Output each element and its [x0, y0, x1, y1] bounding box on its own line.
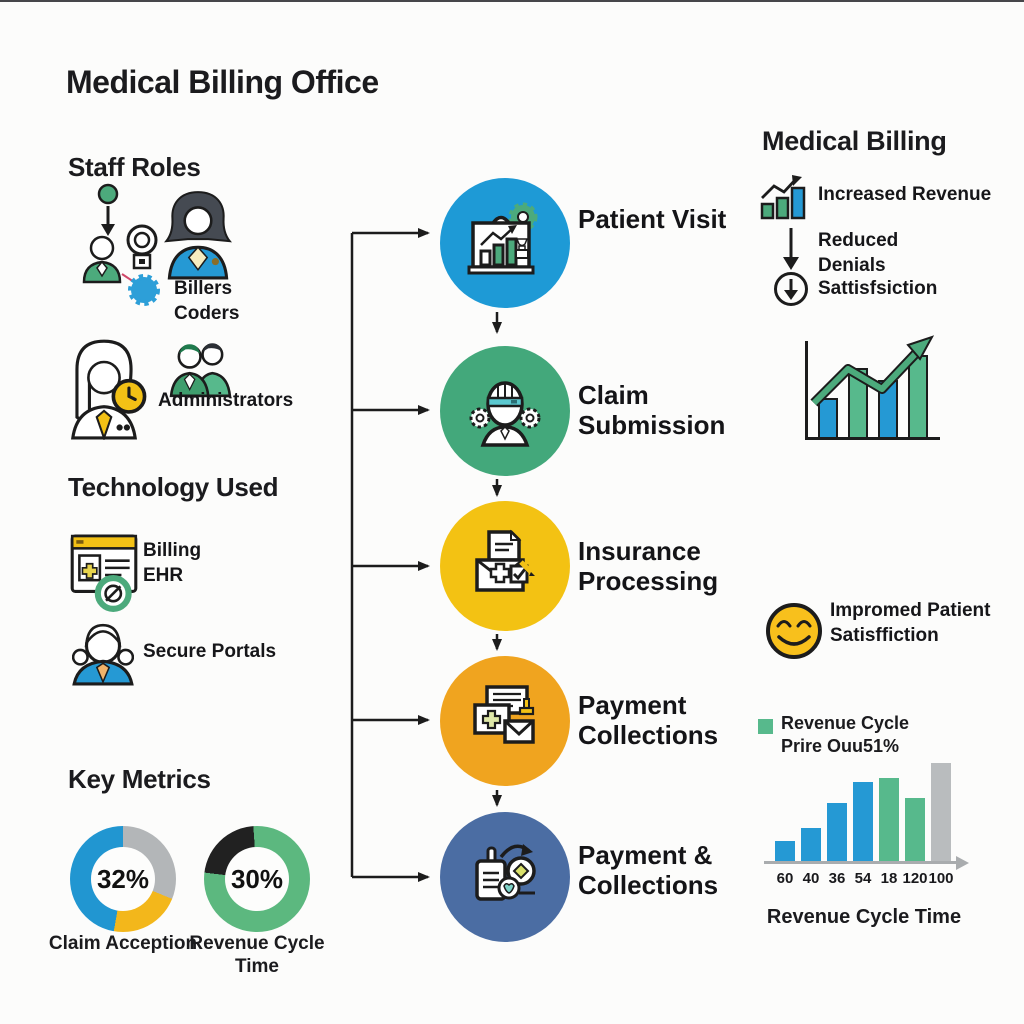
documents-envelope-icon [463, 679, 547, 763]
bar-category-label: 120 [902, 870, 928, 887]
down-arrow-icon [778, 226, 804, 272]
billing-ehr-icon [70, 534, 138, 614]
bar [818, 398, 838, 437]
bar [879, 778, 899, 862]
increased-revenue-label: Increased Revenue [818, 184, 992, 205]
billing-ehr-label: Billing EHR [143, 540, 202, 586]
bar-category-label: 36 [828, 870, 846, 887]
bar [931, 763, 951, 862]
secure-portals-icon [72, 618, 134, 686]
bar [827, 803, 847, 862]
x-axis-arrowhead [956, 856, 969, 870]
key-metrics-heading: Key Metrics [68, 764, 211, 794]
clipboard-chart-icon [463, 201, 547, 285]
flow-label-payment-collections: Payment Collections [578, 690, 719, 750]
top-border-line [0, 0, 1024, 2]
increased-revenue-icon [760, 174, 810, 220]
billers-coders-label: Billers Coders [174, 278, 240, 324]
legend-text: Revenue Cycle Prire Ouu51% [781, 713, 910, 756]
donut-percent: 32% [96, 863, 150, 894]
administrators-icon [168, 340, 234, 398]
page-title: Medical Billing Office [66, 64, 379, 100]
envelope-document-icon [463, 524, 547, 608]
administrators-label: Administrators [158, 390, 294, 411]
donut-hole [91, 847, 155, 911]
bar [775, 841, 795, 862]
circled-down-arrow-icon [772, 270, 810, 308]
secure-portals-label: Secure Portals [143, 641, 277, 662]
bar-category-label: 40 [802, 870, 820, 887]
growth-trend-arrow [810, 335, 935, 407]
coder-head-icon [463, 369, 547, 453]
bar [905, 798, 925, 862]
growth-chart-bars [818, 355, 928, 437]
flow-step-payment-and-collections [440, 812, 570, 942]
donut-hole [225, 847, 289, 911]
bar [848, 368, 868, 437]
revenue-cycle-chart-bars [775, 763, 951, 862]
claim-acception-label: Claim Acception [48, 933, 198, 954]
flow-label-payment-and-collections: Payment & Collections [578, 840, 719, 900]
admin-woman-icon [60, 336, 148, 440]
revenue-cycle-time-title: Revenue Cycle Time [766, 906, 962, 928]
flow-step-patient-visit [440, 178, 570, 308]
claim-acception-donut: 32% [70, 826, 176, 932]
technology-heading: Technology Used [68, 472, 279, 502]
flow-step-claim-submission [440, 346, 570, 476]
tag-sync-icon [463, 835, 547, 919]
revenue-cycle-time-chart [764, 758, 969, 870]
staff-hierarchy-icon [78, 182, 190, 310]
bar [853, 782, 873, 862]
bar-category-label: 54 [854, 870, 872, 887]
flow-label-claim-submission: Claim Submission [578, 380, 726, 440]
medical-billing-heading: Medical Billing [762, 126, 947, 156]
reduced-denials-label: Reduced Denials [818, 230, 899, 276]
growth-trend-chart [805, 335, 940, 440]
bar-category-label: 18 [880, 870, 898, 887]
donut-percent: 30% [230, 863, 284, 894]
billers-coders-icon [160, 188, 236, 280]
bar [801, 828, 821, 862]
flow-label-patient-visit: Patient Visit [578, 204, 727, 234]
flow-label-insurance-processing: Insurance Processing [578, 536, 719, 596]
x-axis-line [764, 861, 956, 864]
bar-category-label: 100 [928, 870, 954, 887]
improved-patient-satisfaction-label: Impromed Patient Satisffiction [830, 600, 991, 646]
flow-step-payment-collections [440, 656, 570, 786]
flow-step-insurance-processing [440, 501, 570, 631]
staff-roles-heading: Staff Roles [68, 152, 201, 182]
bar-category-label: 60 [776, 870, 794, 887]
smiley-face-icon [764, 601, 824, 661]
revenue-cycle-donut-label: Revenue Cycle Time [189, 933, 325, 977]
satisfaction-label: Sattisfsiction [818, 278, 938, 299]
revenue-cycle-donut: 30% [204, 826, 310, 932]
legend-swatch [758, 719, 773, 734]
